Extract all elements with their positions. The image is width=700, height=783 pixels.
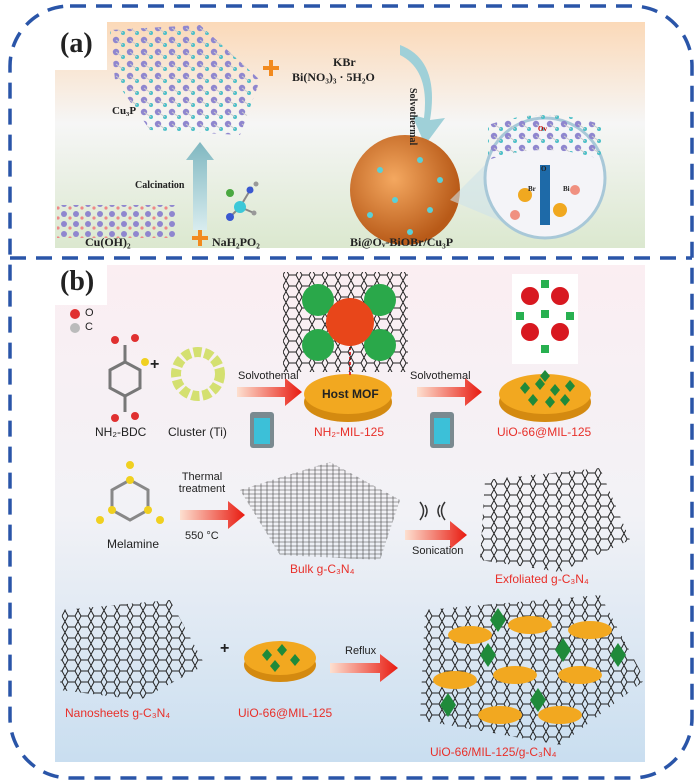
uio-mil-label-2: UiO-66@MIL-125 bbox=[238, 706, 333, 720]
reaction-arrow-1 bbox=[237, 378, 302, 406]
ti-cluster bbox=[171, 347, 225, 401]
thermal-label: Thermal treatment bbox=[178, 471, 226, 495]
solvothermal-label-a: Solvothermal bbox=[407, 88, 418, 146]
uio-mil-label: UiO-66@MIL-125 bbox=[497, 425, 592, 439]
sonication-arrow bbox=[405, 521, 467, 549]
composite-label: UiO-66/MIL-125/g-C₃N₄ bbox=[430, 745, 557, 759]
kbr-label: KBr bbox=[333, 55, 356, 69]
sonication-label: Sonication bbox=[412, 545, 464, 557]
reflux-label: Reflux bbox=[345, 645, 377, 657]
cluster-label: Cluster (Ti) bbox=[168, 425, 227, 439]
nah2po2-molecule bbox=[226, 181, 259, 221]
nanosheet-gc3n4 bbox=[60, 600, 205, 700]
product-label: Bi@Oᵥ-BiOBr/Cu₃P bbox=[350, 235, 454, 249]
legend-o: O bbox=[85, 307, 94, 319]
reaction-arrow-2 bbox=[417, 378, 482, 406]
bioBr-flower-sphere bbox=[350, 135, 460, 245]
nah2po2-label: NaH₂PO₂ bbox=[212, 235, 260, 249]
calcination-arrow bbox=[186, 142, 214, 230]
panel-b-label: (b) bbox=[60, 266, 95, 297]
cu3p-label: Cu₃P bbox=[112, 105, 137, 117]
step1-label: Solvothemal bbox=[238, 370, 299, 382]
bulk-label: Bulk g-C₃N₄ bbox=[290, 562, 355, 576]
nh2-bdc-molecule bbox=[108, 334, 149, 422]
solvothermal-arrow bbox=[400, 45, 445, 145]
zoom-label-ov: Ov bbox=[538, 125, 547, 133]
plus-sign: + bbox=[150, 356, 160, 373]
zoom-label-br: Br bbox=[528, 185, 536, 193]
sound-wave-icon bbox=[419, 501, 446, 521]
cu3p-crystal bbox=[110, 25, 260, 135]
host-mof-label: Host MOF bbox=[322, 387, 379, 401]
bulk-gc3n4-sheet bbox=[240, 462, 400, 560]
plus-sign-2: + bbox=[220, 640, 230, 657]
nh2-mil125-label: NH₂-MIL-125 bbox=[314, 425, 385, 439]
uio-mil-disc-2 bbox=[244, 641, 316, 675]
plus-icon bbox=[263, 60, 279, 76]
exfoliated-gc3n4-sheet bbox=[480, 468, 630, 572]
plus-icon-2 bbox=[192, 230, 208, 246]
composite-discs bbox=[433, 616, 612, 724]
zoom-label-o: O bbox=[541, 165, 547, 173]
reflux-arrow bbox=[330, 654, 398, 682]
melamine-label: Melamine bbox=[107, 537, 160, 551]
host-mof-disc bbox=[304, 374, 392, 414]
nanosheets-label: Nanosheets g-C₃N₄ bbox=[65, 706, 171, 720]
panel-a-label: (a) bbox=[60, 28, 93, 59]
temperature-label: 550 °C bbox=[185, 530, 219, 542]
step2-label: Solvothemal bbox=[410, 370, 471, 382]
legend-c: C bbox=[85, 321, 93, 333]
cuoh2-label: Cu(OH)₂ bbox=[85, 235, 131, 249]
zoom-label-bi: Bi bbox=[563, 185, 570, 193]
thermal-arrow bbox=[180, 501, 245, 529]
nh2-bdc-label: NH₂-BDC bbox=[95, 425, 147, 439]
bi-nitrate-label: Bi(NO₃)₃ · 5H₂O bbox=[292, 70, 375, 84]
cuoh2-crystal bbox=[57, 205, 175, 238]
melamine-molecule bbox=[96, 461, 164, 524]
calcination-label: Calcination bbox=[135, 180, 185, 191]
exfoliated-label: Exfoliated g-C₃N₄ bbox=[495, 572, 589, 586]
